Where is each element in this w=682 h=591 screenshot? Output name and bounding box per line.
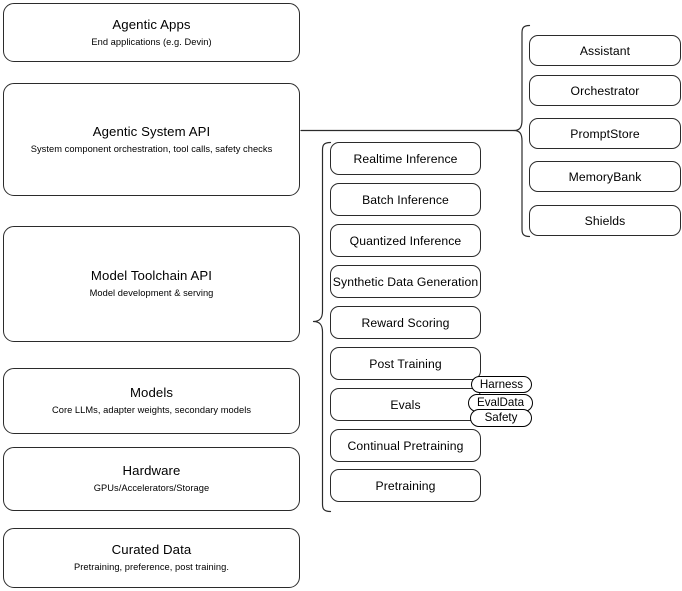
toolchain-item-label: Evals xyxy=(390,397,421,412)
layer-models[interactable]: Models Core LLMs, adapter weights, secon… xyxy=(3,368,300,434)
toolchain-item-label: Quantized Inference xyxy=(349,233,462,248)
agentic-system-brace xyxy=(513,24,531,238)
layer-title: Curated Data xyxy=(111,542,192,557)
toolchain-item-label: Continual Pretraining xyxy=(347,438,464,453)
layer-subtitle: Pretraining, preference, post training. xyxy=(74,562,229,572)
layer-agentic-system-api[interactable]: Agentic System API System component orch… xyxy=(3,83,300,196)
evals-badge-safety[interactable]: Safety xyxy=(470,409,532,427)
layer-subtitle: GPUs/Accelerators/Storage xyxy=(93,483,210,493)
model-toolchain-brace xyxy=(312,141,332,513)
toolchain-item-label: Synthetic Data Generation xyxy=(332,274,479,289)
toolchain-item-evals[interactable]: Evals xyxy=(330,388,481,421)
toolchain-item-post-training[interactable]: Post Training xyxy=(330,347,481,380)
layer-curated-data[interactable]: Curated Data Pretraining, preference, po… xyxy=(3,528,300,588)
toolchain-item-pretraining[interactable]: Pretraining xyxy=(330,469,481,502)
toolchain-item-reward-scoring[interactable]: Reward Scoring xyxy=(330,306,481,339)
system-component-label: Shields xyxy=(584,213,626,228)
system-component-label: MemoryBank xyxy=(568,169,642,184)
layer-title: Hardware xyxy=(122,463,181,478)
system-component-promptstore[interactable]: PromptStore xyxy=(529,118,681,149)
toolchain-item-label: Batch Inference xyxy=(362,192,449,207)
system-component-label: Orchestrator xyxy=(570,83,640,98)
toolchain-item-realtime-inference[interactable]: Realtime Inference xyxy=(330,142,481,175)
layer-subtitle: End applications (e.g. Devin) xyxy=(91,36,212,47)
toolchain-item-batch-inference[interactable]: Batch Inference xyxy=(330,183,481,216)
layer-model-toolchain-api[interactable]: Model Toolchain API Model development & … xyxy=(3,226,300,342)
system-component-orchestrator[interactable]: Orchestrator xyxy=(529,75,681,106)
system-component-shields[interactable]: Shields xyxy=(529,205,681,236)
toolchain-item-label: Realtime Inference xyxy=(353,151,458,166)
toolchain-item-label: Pretraining xyxy=(375,478,436,493)
evals-badge-harness[interactable]: Harness xyxy=(471,376,532,393)
layer-subtitle: Model development & serving xyxy=(89,288,214,298)
layer-title: Agentic System API xyxy=(92,123,211,139)
layer-subtitle: Core LLMs, adapter weights, secondary mo… xyxy=(51,405,252,415)
system-component-assistant[interactable]: Assistant xyxy=(529,35,681,66)
system-component-memorybank[interactable]: MemoryBank xyxy=(529,161,681,192)
layer-title: Model Toolchain API xyxy=(90,268,213,283)
system-component-label: PromptStore xyxy=(570,126,640,141)
system-component-label: Assistant xyxy=(579,43,631,58)
toolchain-item-continual-pretraining[interactable]: Continual Pretraining xyxy=(330,429,481,462)
layer-title: Models xyxy=(129,385,174,400)
toolchain-item-quantized-inference[interactable]: Quantized Inference xyxy=(330,224,481,257)
toolchain-item-label: Post Training xyxy=(369,356,442,371)
toolchain-item-synthetic-data-generation[interactable]: Synthetic Data Generation xyxy=(330,265,481,298)
layer-hardware[interactable]: Hardware GPUs/Accelerators/Storage xyxy=(3,447,300,511)
layer-subtitle: System component orchestration, tool cal… xyxy=(30,143,273,154)
layer-agentic-apps[interactable]: Agentic Apps End applications (e.g. Devi… xyxy=(3,3,300,62)
toolchain-item-label: Reward Scoring xyxy=(361,315,450,330)
layer-title: Agentic Apps xyxy=(112,16,191,32)
